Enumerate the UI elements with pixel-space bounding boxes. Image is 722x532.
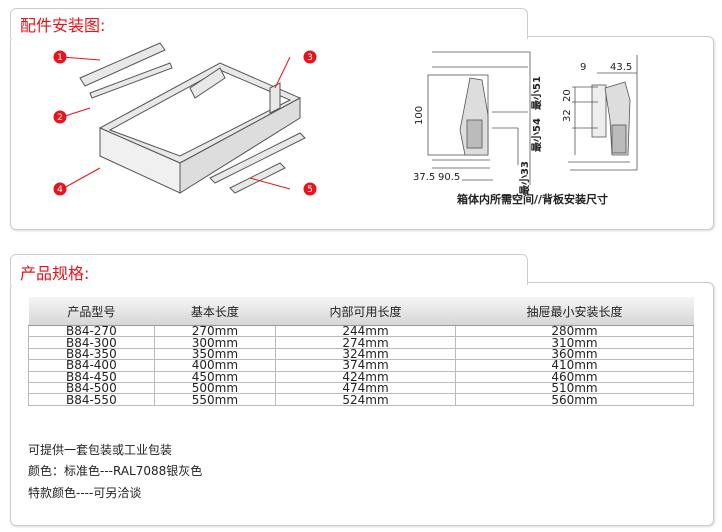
callout-4: 4 <box>57 185 63 195</box>
installation-title: 配件安装图: <box>20 16 106 35</box>
table-cell: 400mm <box>153 359 277 372</box>
drawer-exploded-diagram: 1 2 3 4 5 <box>53 42 317 196</box>
col-model: 产品型号 <box>28 297 155 326</box>
table-cell: 550mm <box>153 393 277 406</box>
callout-1: 1 <box>57 53 63 63</box>
table-cell: 560mm <box>454 393 695 406</box>
dim-37-5: 37.5 <box>413 172 435 183</box>
note-color: 颜色：标准色---RAL7088银灰色 <box>28 464 203 478</box>
col-min-install-length: 抽屉最小安装长度 <box>455 297 694 326</box>
dim-32: 32 <box>562 109 573 122</box>
table-cell: 360mm <box>454 348 695 361</box>
dim-100: 100 <box>414 106 425 125</box>
note-custom-color: 特款颜色----可另洽谈 <box>28 486 142 500</box>
dim-90-5: 90.5 <box>438 172 460 183</box>
dim-min33: 最小33 <box>518 161 531 195</box>
table-cell: 280mm <box>454 325 695 338</box>
callout-5: 5 <box>307 185 313 195</box>
table-cell: B84-550 <box>28 393 155 406</box>
spec-title: 产品规格: <box>20 264 90 283</box>
table-cell: 524mm <box>275 393 456 406</box>
installation-tab <box>10 8 528 39</box>
callout-2: 2 <box>57 113 63 123</box>
col-inner-length: 内部可用长度 <box>275 297 456 326</box>
dim-20: 20 <box>562 89 573 102</box>
table-cell: 244mm <box>275 325 456 338</box>
dim-min51: 最小51 <box>530 76 543 110</box>
dimension-caption: 箱体内所需空间//背板安装尺寸 <box>457 192 608 206</box>
table-cell: B84-300 <box>28 336 155 349</box>
note-packaging: 可提供一套包装或工业包装 <box>28 443 173 457</box>
spec-tab <box>10 254 528 285</box>
dim-43-5: 43.5 <box>610 62 632 73</box>
dim-min54: 最小54 <box>530 118 543 152</box>
col-base-length: 基本长度 <box>154 297 276 326</box>
dim-9: 9 <box>580 62 586 73</box>
callout-3: 3 <box>307 53 313 63</box>
dimension-diagram: 100 最小51 最小54 最小33 37.5 90.5 9 43.5 20 3… <box>413 51 638 206</box>
